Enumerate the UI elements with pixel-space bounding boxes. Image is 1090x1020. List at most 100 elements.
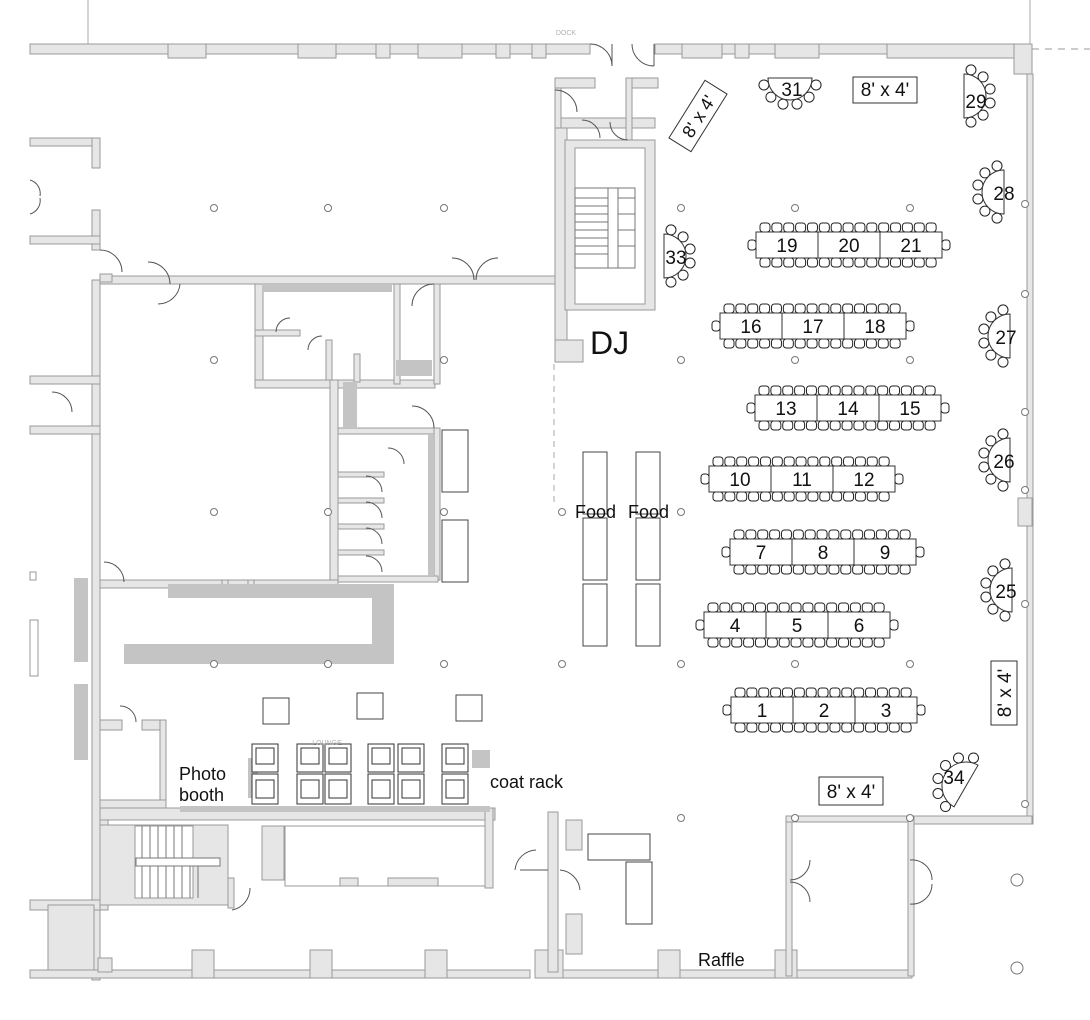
chair (894, 473, 904, 485)
chair (828, 529, 840, 540)
chair (875, 529, 887, 540)
chair (771, 222, 783, 233)
table-top (987, 313, 1011, 359)
chair (758, 420, 770, 431)
table-top (767, 77, 813, 101)
chair (830, 303, 842, 314)
chair (735, 338, 747, 349)
table-segment (703, 611, 767, 639)
chair (759, 303, 771, 314)
chair (759, 222, 771, 233)
chair (745, 529, 757, 540)
chair (828, 564, 840, 575)
chair (782, 338, 794, 349)
chair (841, 385, 853, 396)
table-segment (853, 538, 917, 566)
table-segment (755, 231, 819, 259)
table-number: 26 (993, 452, 1014, 473)
table-number: 11 (792, 470, 812, 491)
chair (853, 420, 865, 431)
chair (759, 257, 771, 268)
table-number: 12 (853, 470, 874, 491)
chair (865, 303, 877, 314)
chair (842, 222, 854, 233)
chair (900, 722, 912, 733)
chair (819, 456, 831, 467)
chair (829, 722, 841, 733)
table-number: 2 (819, 701, 830, 722)
chair (925, 257, 937, 268)
chair (736, 456, 748, 467)
chair (865, 338, 877, 349)
chair (854, 222, 866, 233)
chair (878, 456, 890, 467)
chair (840, 564, 852, 575)
chair (889, 338, 901, 349)
table-number: 18 (864, 317, 885, 338)
chair (747, 338, 759, 349)
chair (819, 491, 831, 502)
chair (792, 564, 804, 575)
chair (771, 491, 783, 502)
half-round-table: 27 (978, 304, 1017, 368)
chair (972, 179, 984, 191)
chair (843, 456, 855, 467)
chair (889, 303, 901, 314)
table-segment (816, 394, 880, 422)
chair (853, 687, 865, 698)
chair (783, 222, 795, 233)
chair (807, 456, 819, 467)
chair (840, 529, 852, 540)
chair (770, 722, 782, 733)
chair (793, 687, 805, 698)
sign-top-center: 8' x 4' (852, 76, 918, 104)
chair (972, 193, 984, 205)
chair (842, 303, 854, 314)
sign-label: 8' x 4' (861, 80, 909, 101)
chair (747, 303, 759, 314)
chair (826, 637, 838, 648)
chair (878, 491, 890, 502)
chair (997, 480, 1009, 492)
chair (746, 687, 758, 698)
chair (805, 385, 817, 396)
table-segment (879, 231, 943, 259)
chair (977, 109, 989, 121)
chair (866, 456, 878, 467)
chair (719, 602, 731, 613)
table-number: 6 (854, 616, 865, 637)
chair (765, 91, 777, 103)
chair (783, 491, 795, 502)
chair (987, 603, 999, 615)
chair (899, 564, 911, 575)
chair (968, 752, 980, 764)
chair (985, 349, 997, 361)
table-number: 19 (776, 236, 797, 257)
chair (853, 722, 865, 733)
chair (854, 303, 866, 314)
chair (684, 243, 696, 255)
chair (924, 420, 936, 431)
chair (807, 491, 819, 502)
chair (965, 64, 977, 76)
chair (723, 338, 735, 349)
chair (766, 637, 778, 648)
table-segment (708, 465, 772, 493)
chair (780, 564, 792, 575)
chair (842, 338, 854, 349)
food-tables (582, 451, 661, 647)
sign-bottom: 8' x 4' (818, 776, 884, 806)
chair (978, 337, 990, 349)
lounge-label: LOUNGE (312, 740, 342, 747)
chair (997, 356, 1009, 368)
chair (952, 752, 964, 764)
chair (818, 303, 830, 314)
chair (916, 704, 926, 716)
chair (806, 222, 818, 233)
table-number: 27 (995, 328, 1016, 349)
